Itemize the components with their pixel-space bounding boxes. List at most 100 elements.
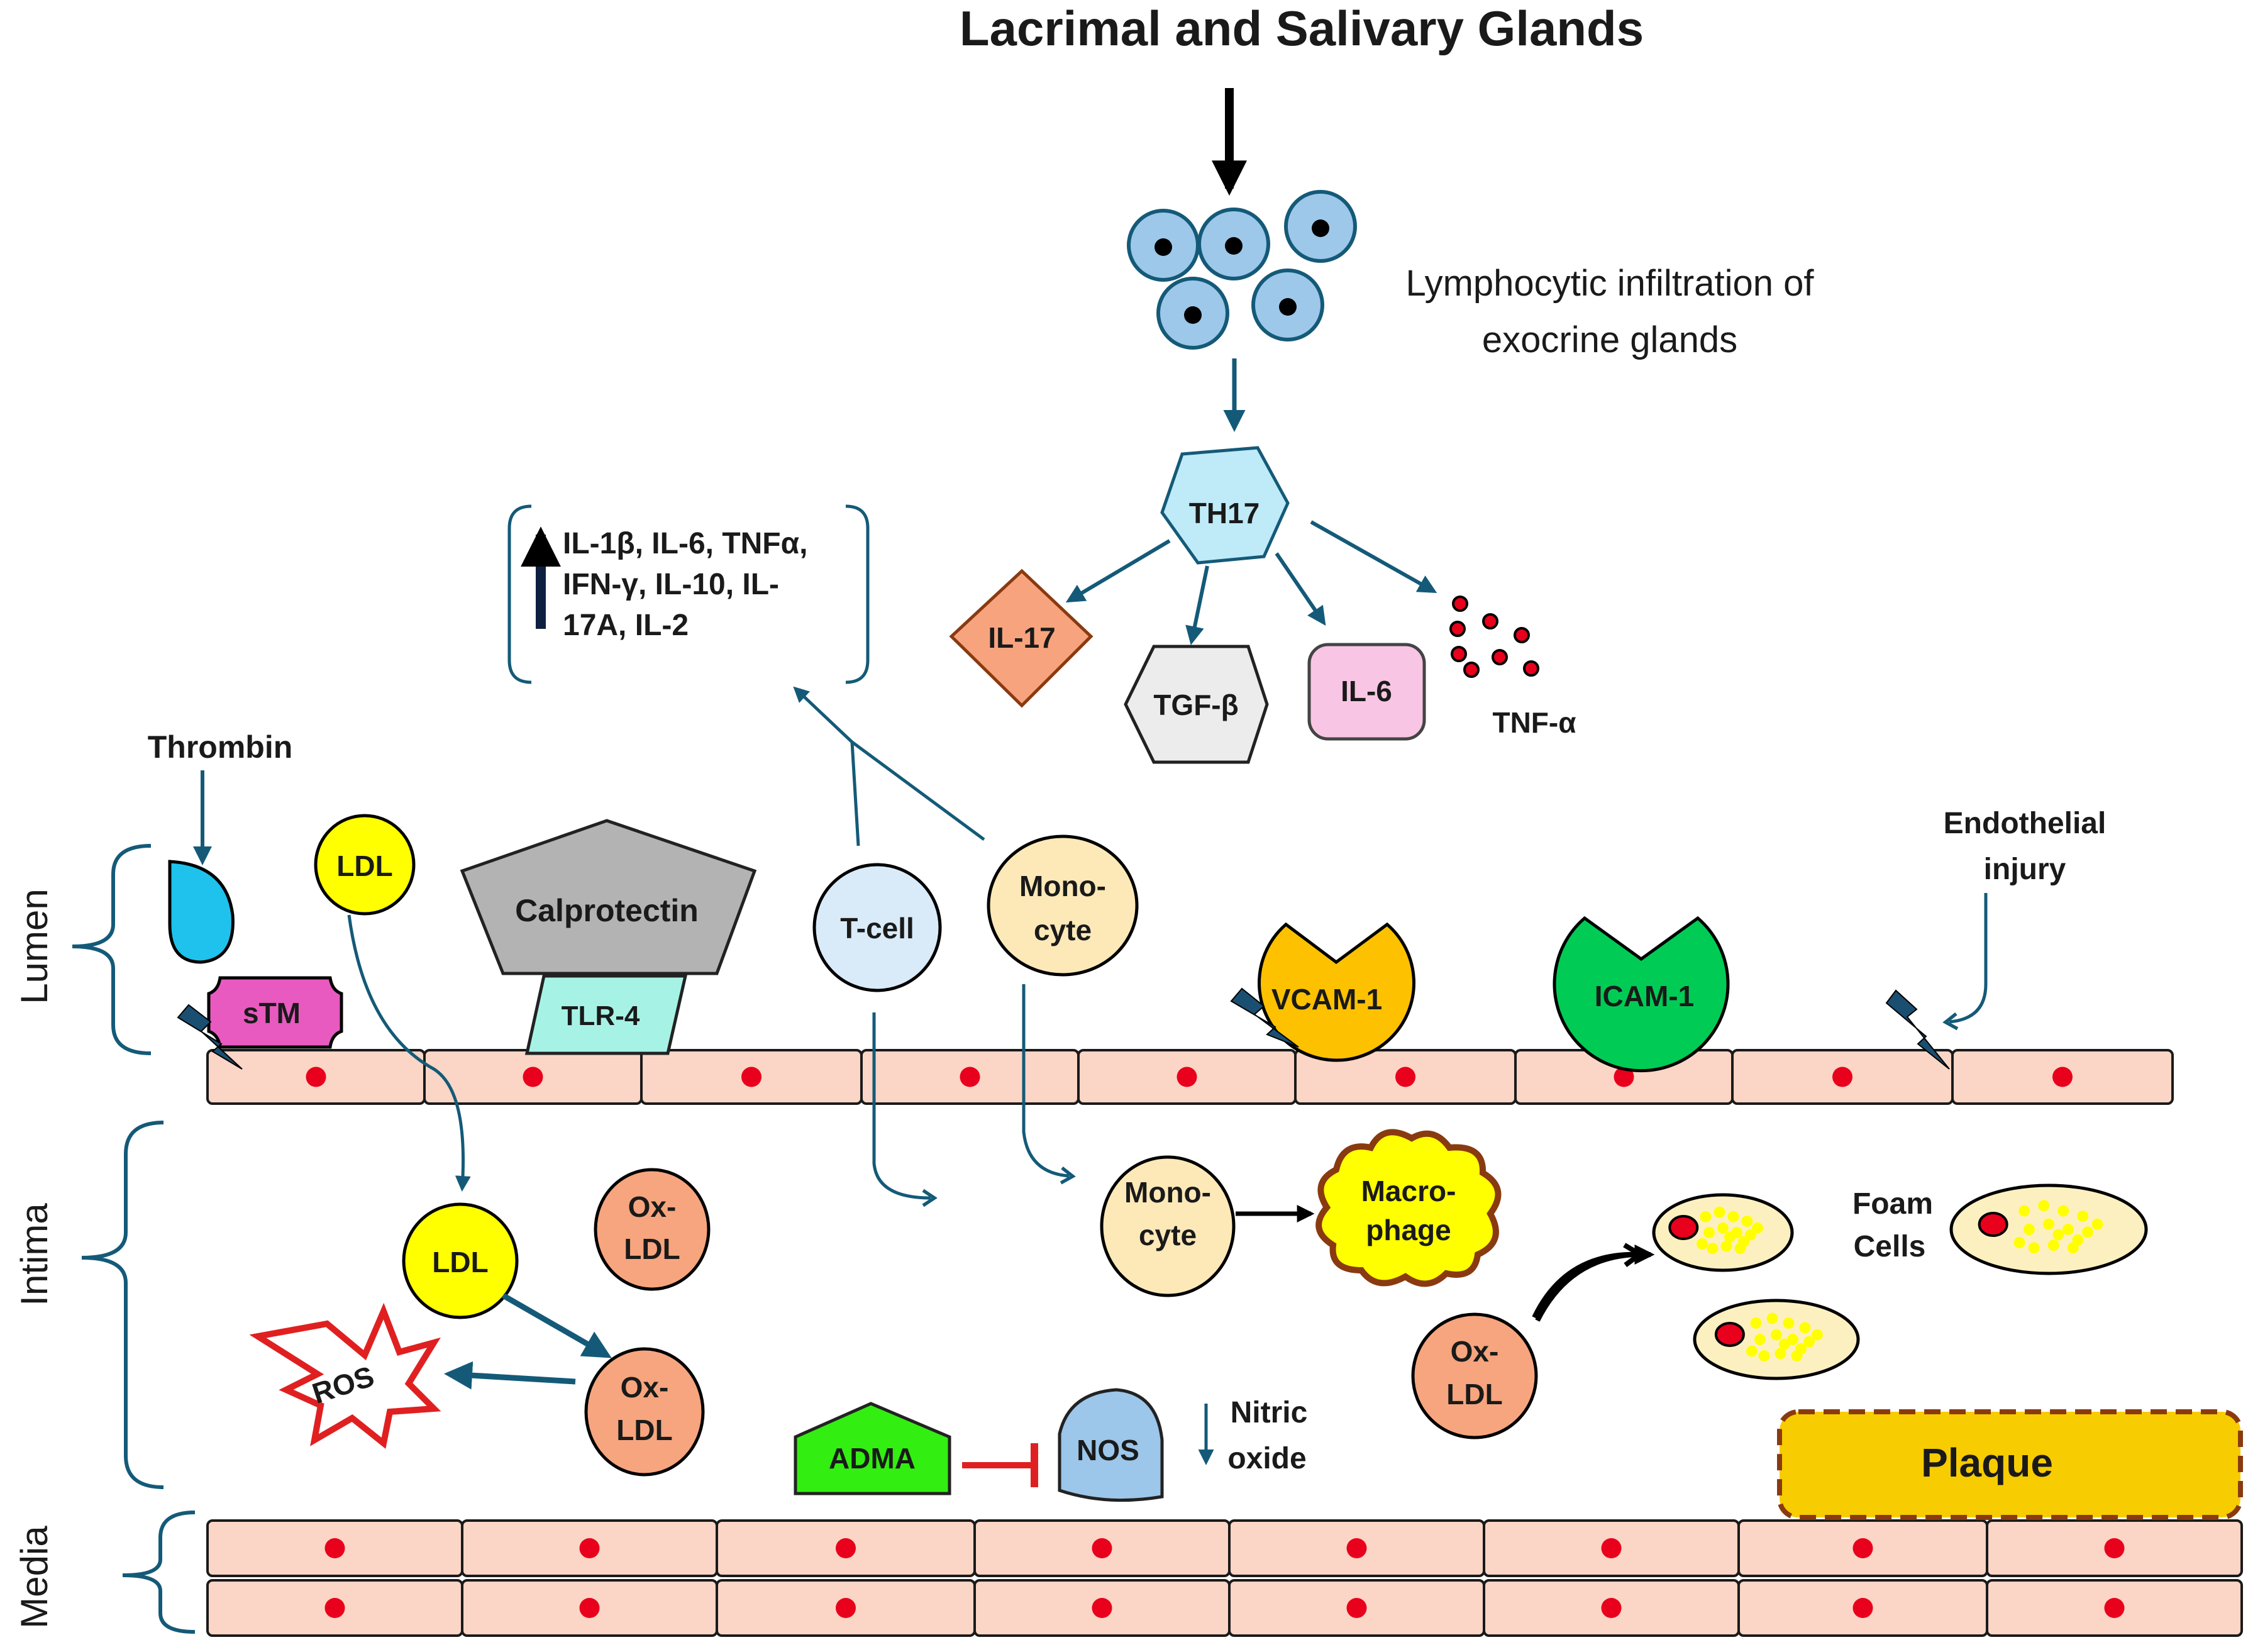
nucleus bbox=[1092, 1598, 1112, 1618]
nucleus bbox=[324, 1598, 345, 1618]
oxldl-ros-label-2: LDL bbox=[616, 1414, 672, 1446]
tissue-cell bbox=[1483, 1519, 1740, 1577]
tissue-cell bbox=[1294, 1049, 1517, 1105]
ldl-to-intima-arrow bbox=[347, 914, 471, 1192]
nucleus bbox=[960, 1067, 980, 1087]
nucleus bbox=[1614, 1067, 1634, 1087]
lipid-droplet bbox=[2047, 1239, 2059, 1251]
tissue-cell bbox=[1737, 1579, 1988, 1637]
tissue-cell bbox=[206, 1519, 463, 1577]
monocyte-intima-label-2: cyte bbox=[1139, 1219, 1197, 1251]
il17-label: IL-17 bbox=[988, 621, 1055, 654]
tissue-cell bbox=[461, 1579, 718, 1637]
il6-node: IL-6 bbox=[1307, 643, 1426, 741]
endothelial-injury-label-2: injury bbox=[1984, 853, 2066, 886]
nucleus bbox=[1395, 1067, 1415, 1087]
nucleus bbox=[2104, 1598, 2125, 1618]
lipid-droplet bbox=[1754, 1334, 1766, 1345]
lipid-droplet bbox=[1727, 1211, 1739, 1222]
foam-cell bbox=[1949, 1184, 2148, 1275]
lipid-droplet bbox=[1803, 1336, 1815, 1348]
lipid-droplet bbox=[2072, 1234, 2084, 1246]
tissue-cell bbox=[716, 1579, 976, 1637]
tissue-cell bbox=[716, 1519, 976, 1577]
media-label: Media bbox=[13, 1526, 55, 1629]
nucleus bbox=[1601, 1598, 1622, 1618]
lipid-droplet bbox=[1775, 1348, 1786, 1360]
cytokine-line-3: 17A, IL-2 bbox=[563, 609, 689, 642]
tissue-cell bbox=[1737, 1519, 1988, 1577]
adma-label: ADMA bbox=[829, 1442, 916, 1475]
ldl-intima-node: LDL bbox=[402, 1202, 519, 1319]
macrophage-node: Macro- phage bbox=[1315, 1129, 1502, 1287]
nucleus bbox=[1092, 1538, 1112, 1558]
nucleus bbox=[1601, 1538, 1622, 1558]
oxldl-foam-label-1: Ox- bbox=[1451, 1335, 1499, 1368]
injury-lightning-icon bbox=[1230, 987, 1299, 1048]
oxldl-to-ros-arrow bbox=[444, 1361, 576, 1390]
monocyte-lumen-node: Mono- cyte bbox=[987, 834, 1139, 977]
plaque-label: Plaque bbox=[1921, 1440, 2053, 1485]
thrombin-drop-icon bbox=[168, 860, 235, 964]
tcell-label: T-cell bbox=[840, 912, 914, 945]
injury-lightning-icon bbox=[177, 1004, 243, 1070]
vcam-node: VCAM-1 bbox=[1258, 922, 1415, 1062]
lipid-droplet bbox=[1717, 1222, 1729, 1234]
lipid-droplet bbox=[2038, 1200, 2050, 1212]
monocyte-lumen-label-1: Mono- bbox=[1019, 870, 1106, 902]
nucleus bbox=[1852, 1598, 1873, 1618]
nucleus bbox=[836, 1598, 856, 1618]
lymphocyte bbox=[1197, 208, 1270, 280]
th17-node: TH17 bbox=[1160, 446, 1290, 565]
foam-cell bbox=[1693, 1299, 1860, 1380]
tissue-cell bbox=[1228, 1519, 1485, 1577]
lipid-droplet bbox=[2091, 1218, 2103, 1230]
adma-node: ADMA bbox=[794, 1402, 951, 1495]
ros-node: ROS bbox=[249, 1302, 441, 1450]
oxldl-ros-node: Ox- LDL bbox=[584, 1347, 705, 1477]
lipid-droplet bbox=[1703, 1227, 1715, 1238]
tissue-cell bbox=[206, 1049, 426, 1105]
icam-node: ICAM-1 bbox=[1553, 916, 1730, 1073]
oxldl-foam-node: Ox- LDL bbox=[1411, 1312, 1538, 1439]
foam-cells-label-1: Foam bbox=[1852, 1187, 1933, 1221]
nucleus bbox=[579, 1538, 600, 1558]
tissue-cell bbox=[1951, 1049, 2174, 1105]
nucleus bbox=[2052, 1067, 2073, 1087]
lipid-droplet bbox=[2077, 1211, 2089, 1222]
oxldl-label-1: Ox- bbox=[628, 1190, 677, 1223]
tissue-cell bbox=[973, 1519, 1231, 1577]
lipid-droplet bbox=[1779, 1338, 1790, 1350]
lipid-droplet bbox=[1724, 1231, 1736, 1243]
lipid-droplet bbox=[2028, 1242, 2040, 1254]
lipid-droplet bbox=[1700, 1211, 1712, 1222]
lipid-droplet bbox=[1758, 1350, 1770, 1362]
lumen-label: Lumen bbox=[13, 889, 55, 1004]
cytokines-arrow-head bbox=[793, 686, 853, 743]
th17-to-il6-arrow bbox=[1275, 552, 1326, 626]
oxldl-ros-label-1: Ox- bbox=[621, 1371, 669, 1404]
th17-to-tnfa-arrow bbox=[1310, 520, 1437, 593]
lipid-droplet bbox=[1714, 1206, 1725, 1218]
tissue-cell bbox=[973, 1579, 1231, 1637]
lumen-brace bbox=[72, 844, 152, 1055]
cytokine-line-1: IL-1β, IL-6, TNFα, bbox=[563, 527, 807, 560]
lipid-droplet bbox=[1745, 1229, 1756, 1241]
plaque-node: Plaque bbox=[1777, 1409, 2243, 1520]
nucleus bbox=[2104, 1538, 2125, 1558]
il17-node: IL-17 bbox=[949, 568, 1094, 708]
tcell-node: T-cell bbox=[812, 863, 942, 992]
macrophage-label-1: Macro- bbox=[1361, 1175, 1456, 1207]
lipid-droplet bbox=[2063, 1224, 2074, 1235]
nitric-oxide-label-1: Nitric bbox=[1231, 1396, 1308, 1429]
calprotectin-node: Calprotectin bbox=[460, 819, 757, 975]
tlr4-node: TLR-4 bbox=[524, 974, 688, 1055]
lipid-droplet bbox=[2057, 1205, 2069, 1217]
lipid-droplet bbox=[1766, 1312, 1778, 1324]
stm-node: sTM bbox=[207, 976, 343, 1049]
lipid-droplet bbox=[1720, 1240, 1732, 1252]
th17-label: TH17 bbox=[1189, 497, 1260, 529]
cytokine-line-2: IFN-γ, IL-10, IL- bbox=[563, 568, 779, 601]
tlr4-label: TLR-4 bbox=[562, 1001, 640, 1031]
